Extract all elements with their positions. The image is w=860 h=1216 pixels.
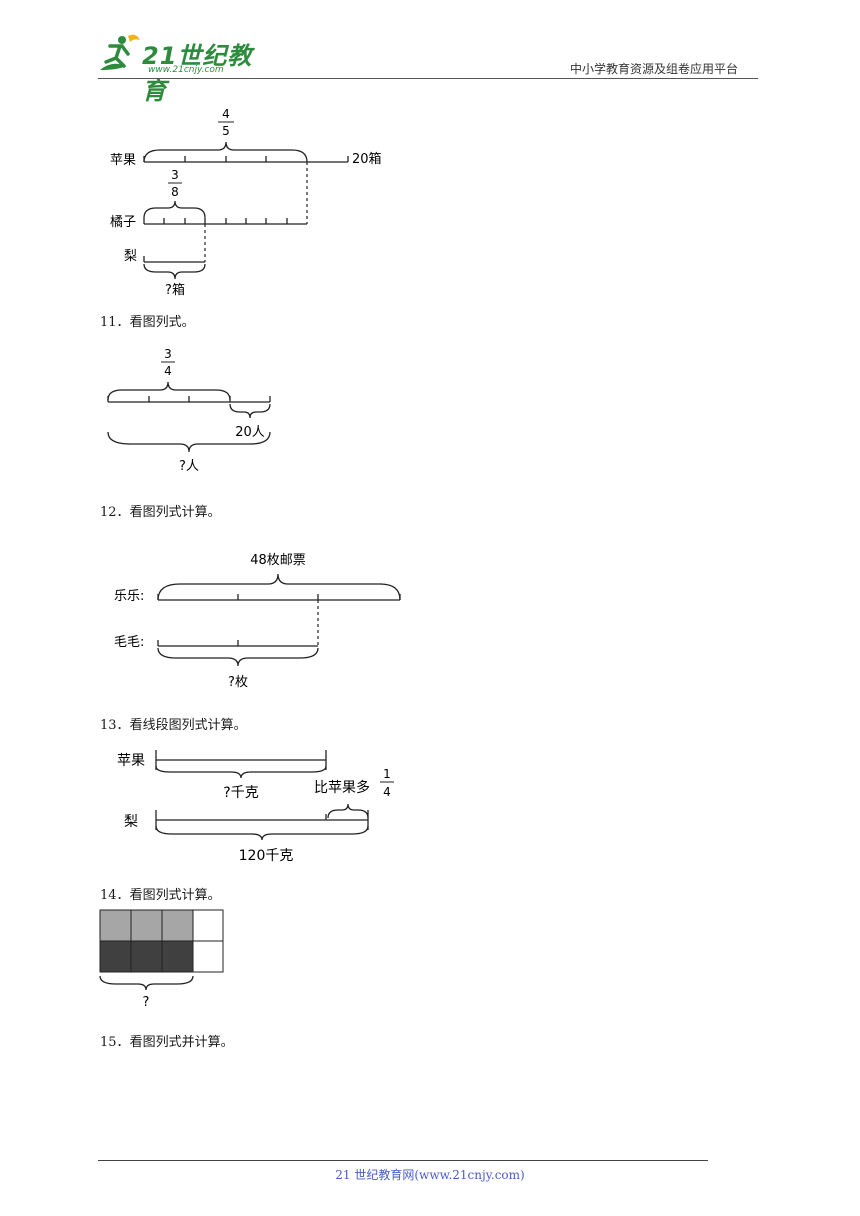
fraction-numerator: 1 (383, 767, 391, 781)
grid-cell-dark (99, 940, 132, 973)
grid-cell-empty (192, 940, 224, 973)
grid-cell-dark (161, 940, 194, 973)
question-number: 14 (100, 888, 117, 903)
label-lele: 乐乐: (114, 589, 144, 604)
header-divider (98, 78, 758, 79)
brace-total (107, 431, 271, 453)
fraction-numerator: 3 (171, 168, 179, 182)
question-number: 12 (100, 505, 117, 520)
brace-pear-total (155, 825, 369, 841)
people-diagram: 3 4 20人 ?人 (107, 347, 271, 474)
label-apple: 苹果 (117, 753, 145, 769)
label-orange: 橘子 (110, 214, 136, 230)
compare-label: 比苹果多 (314, 779, 370, 796)
question-number: 15 (100, 1035, 117, 1050)
site-name: 中小学教育资源及组卷应用平台 (570, 62, 739, 76)
unknown-label: ?箱 (165, 282, 185, 298)
brace-total (157, 573, 401, 601)
question-text: 看图列式计算。 (129, 505, 221, 520)
unknown-label: ?枚 (228, 675, 248, 690)
part-label: 20人 (235, 425, 265, 440)
fraction-denominator: 4 (164, 364, 172, 378)
footer-divider (98, 1160, 708, 1161)
label-pear: 梨 (124, 814, 138, 830)
question-14: 14．看图列式计算。 (100, 888, 221, 903)
brace-extra (327, 803, 369, 819)
fraction-denominator: 8 (171, 185, 179, 199)
brace-grid (99, 975, 194, 991)
grid-diagram: ? (99, 909, 224, 1010)
label-pear: 梨 (124, 249, 137, 264)
label-maomao: 毛毛: (114, 635, 144, 650)
brace-maomao (157, 647, 319, 667)
stamp-diagram: 48枚邮票 乐乐: 毛毛: ?枚 (114, 553, 401, 690)
total-label: 48枚邮票 (250, 553, 306, 568)
grid-cell-light (130, 909, 163, 942)
brace-three-eighths (143, 200, 206, 219)
question-11: 11．看图列式。 (100, 315, 195, 330)
total-label: 120千克 (239, 848, 294, 864)
unknown-label: ? (143, 995, 150, 1010)
brace-part (229, 403, 271, 419)
weight-diagram: 苹果 ?千克 比苹果多 1 4 梨 120千克 (117, 750, 394, 864)
apple-unknown: ?千克 (223, 785, 258, 801)
grid-cell-light (99, 909, 132, 942)
brace-apple (155, 765, 327, 779)
fruit-diagram: 4 5 苹果 20箱 3 8 橘子 梨 ?箱 (110, 107, 382, 298)
runner-logo-icon (100, 34, 140, 70)
grid-cell-empty (192, 909, 224, 942)
question-number: 13 (100, 718, 117, 733)
brace-pear (143, 263, 206, 280)
logo-url: www.21cnjy.com (148, 65, 224, 75)
brace-four-fifths (143, 141, 308, 163)
question-text: 看线段图列式计算。 (129, 718, 247, 733)
question-15: 15．看图列式并计算。 (100, 1035, 234, 1050)
label-apple: 苹果 (110, 153, 136, 168)
question-text: 看图列式并计算。 (129, 1035, 234, 1050)
question-13: 13．看线段图列式计算。 (100, 718, 247, 733)
fraction-denominator: 4 (383, 785, 391, 799)
unknown-label: ?人 (179, 459, 199, 474)
grid-cell-light (161, 909, 194, 942)
question-number: 11 (100, 315, 117, 330)
fraction-denominator: 5 (222, 124, 230, 138)
site-logo: 21世纪教育 www.21cnjy.com (92, 30, 262, 105)
question-12: 12．看图列式计算。 (100, 505, 221, 520)
question-text: 看图列式。 (129, 315, 195, 330)
fraction-numerator: 3 (164, 347, 172, 361)
question-text: 看图列式计算。 (129, 888, 221, 903)
grid-cell-dark (130, 940, 163, 973)
fraction-numerator: 4 (222, 107, 230, 121)
total-label: 20箱 (352, 151, 382, 167)
footer-link[interactable]: 21 世纪教育网(www.21cnjy.com) (335, 1168, 525, 1182)
logo-text: 21世纪教育 (142, 42, 253, 105)
brace-three-quarters (107, 381, 231, 401)
